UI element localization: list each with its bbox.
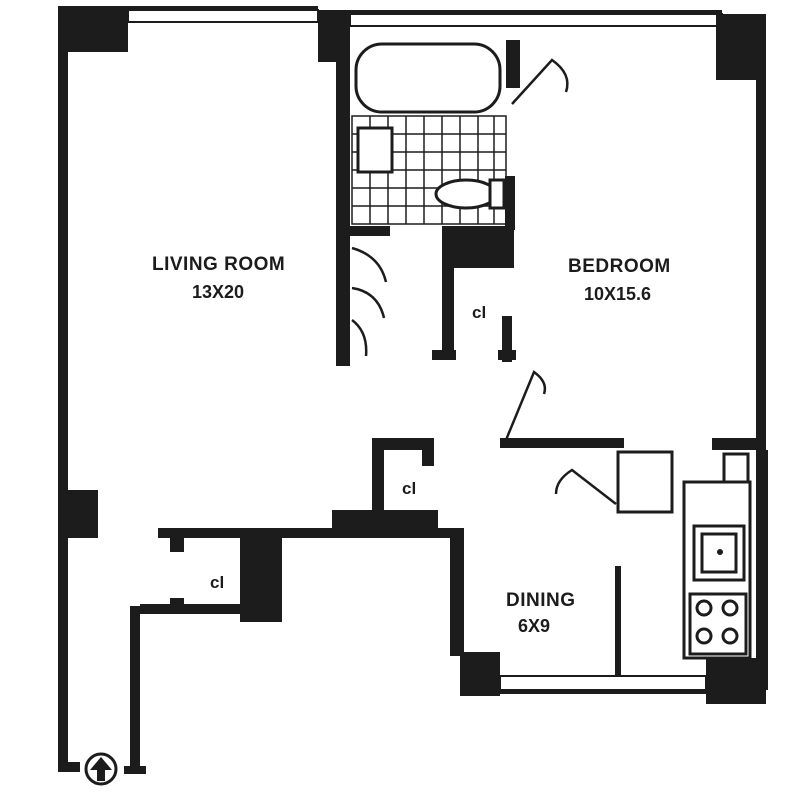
center-closet: cl [332,438,438,528]
toilet [434,178,498,210]
closet-label: cl [402,479,416,498]
living-room: LIVING ROOM 13X20 [152,254,285,302]
stove [688,592,748,656]
bedroom-dimensions: 10X15.6 [584,284,651,304]
bedroom: BEDROOM 10X15.6 [500,256,764,450]
living-room-name: LIVING ROOM [152,254,285,275]
bedroom-name: BEDROOM [568,256,671,277]
bathroom-sink [356,126,394,174]
closet-label: cl [472,303,486,322]
kitchen-counter [682,480,752,660]
closet-label: cl [210,573,224,592]
living-room-dimensions: 13X20 [192,282,244,302]
bathtub [354,42,502,114]
entry-walls: cl [140,528,464,656]
dining-name: DINING [506,590,576,611]
refrigerator [616,450,674,514]
dining: DINING 6X9 [506,590,576,636]
window-bath [349,13,723,27]
dining-dimensions: 6X9 [518,616,550,636]
window-living [127,9,319,23]
kitchen-sink [692,524,746,582]
kitchen [554,450,752,676]
bath-hall-closet: cl [351,226,516,362]
kitchen-door-swing [554,468,617,505]
exterior-walls [58,6,768,774]
bathroom [336,40,569,366]
window-dining [499,675,707,691]
bath-door-swing [511,58,569,105]
north-arrow-icon [84,752,118,786]
bedroom-door-swing [504,370,547,441]
